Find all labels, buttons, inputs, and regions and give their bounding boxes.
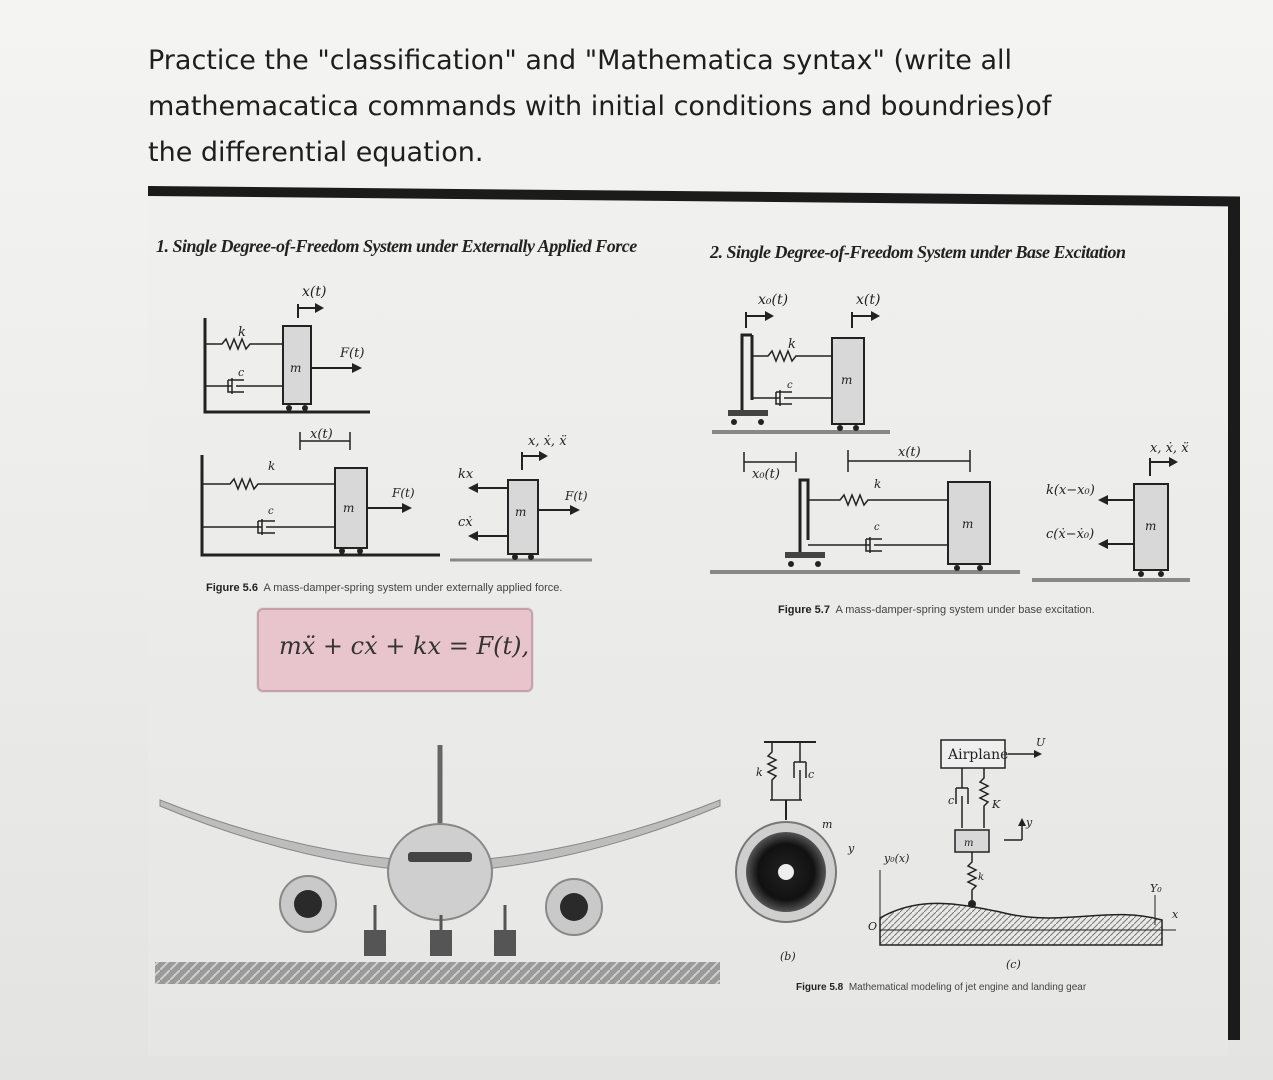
label-k-1: k	[238, 325, 246, 340]
label-x-t-4: x(t)	[898, 445, 921, 460]
label-O: O	[868, 920, 877, 933]
section-2-title: 2. Single Degree-of-Freedom System under…	[710, 242, 1126, 262]
landing-gear-model: Airplane U m c K k y O y₀(x) Y₀ x (c)	[868, 736, 1179, 971]
label-cxdot: cẋ	[458, 515, 473, 530]
sdof-forced-diagram: x(t) k c m F(t)	[203, 284, 370, 414]
label-xxx-1: x, ẋ, ẍ	[528, 434, 567, 449]
panel-right-border	[1228, 205, 1240, 1040]
airplane-front-illustration	[155, 745, 721, 984]
prompt-line-3: the differential equation.	[148, 137, 484, 168]
label-c-rel: c(ẋ−ẋ₀)	[1046, 527, 1094, 542]
label-x0-t-1: x₀(t)	[758, 292, 788, 308]
label-m-5: m	[962, 517, 973, 531]
label-m-3: m	[515, 505, 526, 519]
label-k-3: k	[788, 337, 796, 352]
label-y-2: y	[1025, 816, 1033, 829]
figure-5-8-caption: Figure 5.8 Mathematical modeling of jet …	[796, 982, 1086, 993]
sdof-forced-diagram-2: x(t) k c m F(t)	[200, 427, 440, 557]
label-y-1: y	[847, 842, 855, 855]
label-K: K	[991, 798, 1001, 811]
label-kx: kx	[458, 467, 474, 482]
base-excitation-diagram: x₀(t) x(t) k c m	[712, 292, 890, 434]
label-k-5: k	[756, 766, 763, 779]
figure-5-7-text: A mass-damper-spring system under base e…	[835, 604, 1095, 616]
equation-of-motion: mẍ + cẋ + kx = F(t),	[279, 632, 530, 660]
label-x-t-1: x(t)	[302, 284, 326, 300]
section-1-title: 1. Single Degree-of-Freedom System under…	[156, 236, 637, 256]
equation-box: mẍ + cẋ + kx = F(t),	[257, 608, 533, 692]
label-Y0: Y₀	[1150, 882, 1162, 895]
free-body-diagram-2: k(x−x₀) c(ẋ−ẋ₀) m x, ẋ, ẍ	[1032, 441, 1190, 582]
figure-5-8-label: Figure 5.8	[796, 982, 844, 993]
label-k-rel: k(x−x₀)	[1046, 483, 1095, 498]
prompt-line-1: Practice the "classification" and "Mathe…	[148, 45, 1013, 76]
label-c-2: c	[268, 506, 274, 517]
label-c-fig: (c)	[1006, 958, 1021, 971]
label-F-t-3: F(t)	[564, 489, 588, 503]
label-k-4: k	[874, 477, 881, 491]
label-U: U	[1036, 736, 1046, 749]
label-y0x: y₀(x)	[883, 852, 909, 865]
figure-5-6-label: Figure 5.6	[206, 582, 258, 594]
figure-5-8-text: Mathematical modeling of jet engine and …	[848, 982, 1087, 993]
figure-5-7-label: Figure 5.7	[778, 604, 830, 616]
label-m-7: m	[822, 818, 832, 831]
base-excitation-diagram-2: x₀(t) x(t) k c m	[710, 445, 1020, 574]
label-x-t-2: x(t)	[310, 427, 333, 442]
label-c-3: c	[787, 380, 793, 391]
question-prompt: Practice the "classification" and "Mathe…	[148, 38, 1108, 176]
label-m-6: m	[1145, 519, 1156, 533]
label-c-4: c	[874, 522, 880, 533]
label-b: (b)	[780, 950, 796, 963]
label-m-1: m	[290, 361, 301, 375]
figure-5-7-caption: Figure 5.7 A mass-damper-spring system u…	[778, 604, 1095, 616]
label-F-t-2: F(t)	[391, 486, 415, 500]
label-c-1: c	[238, 366, 244, 379]
label-airplane: Airplane	[947, 747, 1008, 763]
free-body-diagram-1: kx cẋ m F(t) x, ẋ, ẍ	[450, 434, 592, 562]
label-x0-t-2: x₀(t)	[752, 467, 780, 482]
figure-5-6-caption: Figure 5.6 A mass-damper-spring system u…	[206, 582, 562, 594]
jet-engine-model: k c m y (b)	[735, 741, 855, 963]
label-c-5: c	[808, 768, 814, 781]
label-m-8: m	[964, 838, 973, 849]
label-xxx-2: x, ẋ, ẍ	[1150, 441, 1189, 456]
label-k-6: k	[978, 872, 984, 883]
label-x-axis: x	[1172, 908, 1179, 921]
label-F-t-1: F(t)	[339, 346, 364, 361]
prompt-line-2: mathemacatica commands with initial cond…	[148, 91, 1052, 122]
label-c-6: c	[948, 794, 954, 807]
figure-5-6-text: A mass-damper-spring system under extern…	[263, 582, 563, 594]
label-m-2: m	[343, 501, 354, 515]
label-x-t-3: x(t)	[856, 292, 880, 308]
label-m-4: m	[841, 373, 852, 387]
label-k-2: k	[268, 459, 275, 473]
